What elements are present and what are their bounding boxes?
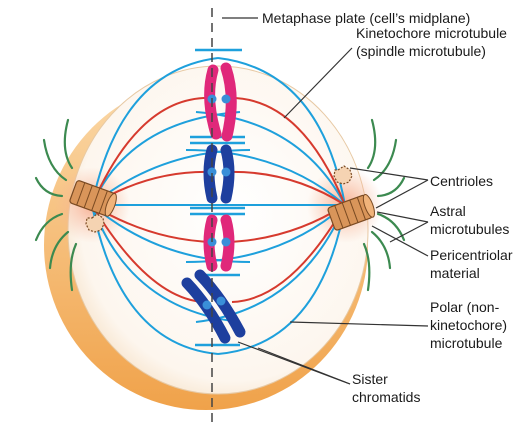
label-metaphase-plate: Metaphase plate (cell’s midplane) — [262, 10, 470, 26]
chromosome-2 — [203, 144, 235, 204]
label-centrioles: Centrioles — [430, 173, 493, 189]
labels: Metaphase plate (cell’s midplane) Kineto… — [262, 10, 513, 405]
label-pericentriolar-line2: material — [430, 265, 480, 281]
chromosome-3 — [203, 214, 235, 272]
chromosome-icon — [203, 214, 235, 272]
label-polar-line2: kinetochore) — [430, 317, 507, 333]
kinetochore-microtubules — [91, 96, 346, 303]
astral-microtubules — [34, 118, 406, 292]
centriole-icon — [69, 180, 117, 217]
centriole-left — [69, 180, 117, 233]
chromosome-icon — [203, 144, 235, 204]
leader-lines — [222, 17, 429, 385]
label-polar-line1: Polar (non- — [430, 299, 500, 315]
label-sister-line1: Sister — [352, 371, 388, 387]
label-pericentriolar-line1: Pericentriolar — [430, 247, 513, 263]
label-astral-line2: microtubules — [430, 221, 509, 237]
chromosome-icon — [181, 269, 246, 344]
polar-overlap-bars — [190, 48, 245, 347]
centriole-end-view-right — [333, 165, 353, 185]
centriole-right — [327, 165, 375, 231]
chromosome-4 — [181, 269, 246, 344]
label-sister-line2: chromatids — [352, 389, 420, 405]
centriole-end-view-left — [85, 213, 105, 233]
label-astral-line1: Astral — [430, 203, 466, 219]
label-kinetochore-line2: (spindle microtubule) — [356, 43, 486, 59]
label-polar-line3: microtubule — [430, 335, 503, 351]
label-kinetochore-line1: Kinetochore microtubule — [356, 25, 507, 41]
centriole-icon — [327, 193, 375, 231]
